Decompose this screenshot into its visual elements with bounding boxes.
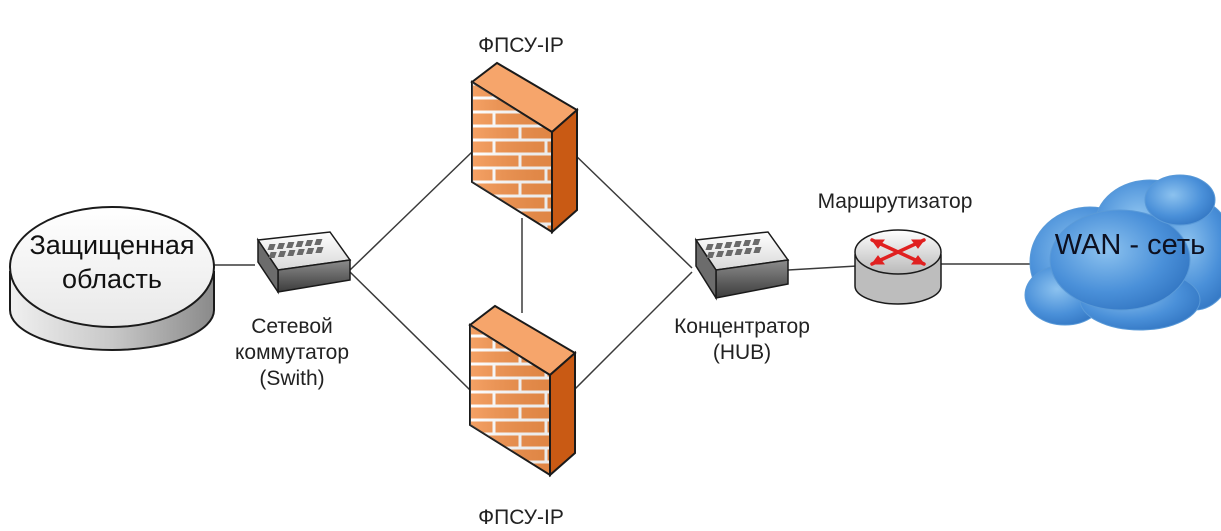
switch-label: Сетевой коммутатор (Swith)	[234, 315, 350, 390]
protected-area-label: Защищенная область	[29, 230, 195, 294]
firewall-bottom-label: ФПСУ-IP	[478, 506, 564, 529]
firewall-top-icon	[470, 61, 579, 235]
firewall-top-label: ФПСУ-IP	[478, 34, 564, 57]
link-hub-router	[787, 265, 858, 271]
connection-lines	[214, 151, 1035, 391]
link-firewall-top-hub	[571, 151, 693, 269]
link-switch-firewall-bottom	[349, 271, 471, 391]
cloud-icon	[1024, 174, 1221, 331]
hub-label: Концентратор (HUB)	[674, 315, 810, 364]
router-icon	[854, 229, 942, 305]
network-switch-icon	[256, 231, 352, 295]
firewall-bottom-icon	[468, 304, 577, 478]
wan-label: WAN - сеть	[1054, 229, 1206, 261]
link-switch-firewall-top	[349, 151, 473, 271]
network-hub-icon	[694, 231, 790, 301]
router-label: Маршрутизатор	[817, 190, 973, 213]
link-firewall-bottom-hub	[573, 271, 693, 391]
cylinder-icon	[9, 206, 215, 351]
